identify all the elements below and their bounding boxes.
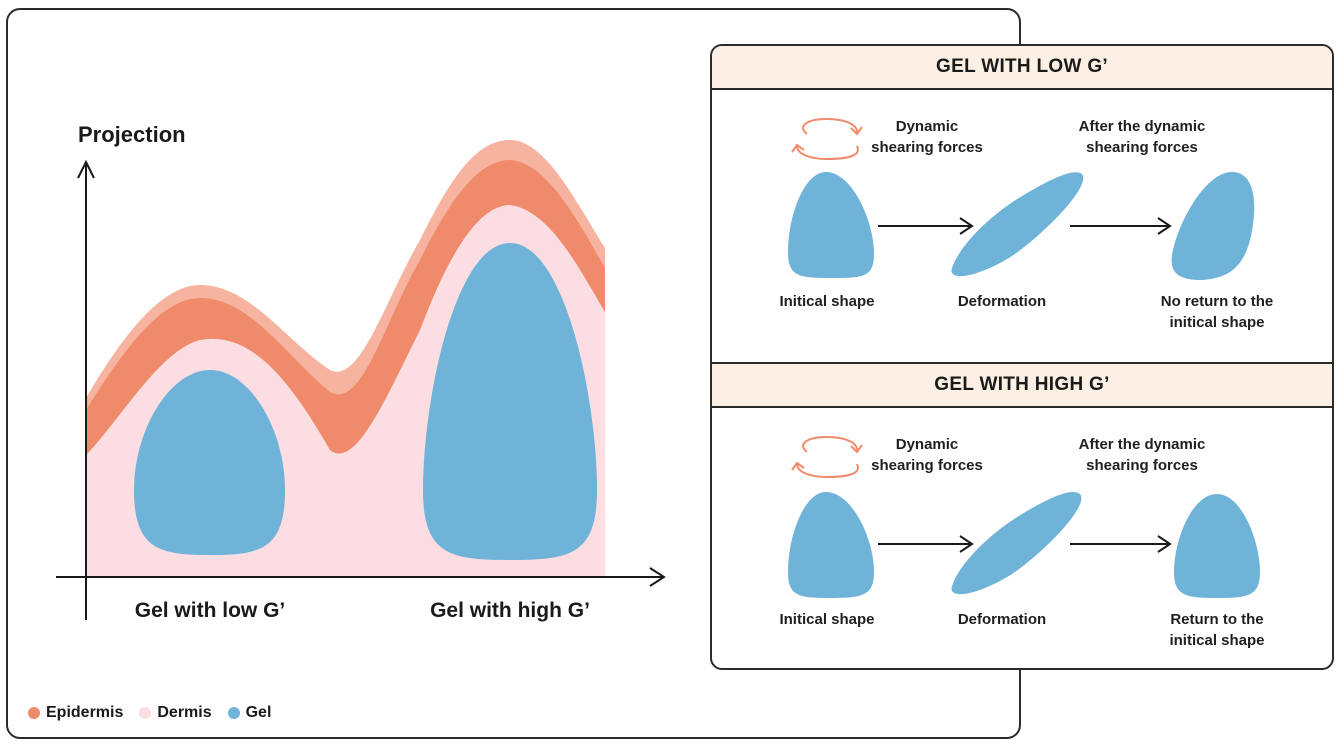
shape-label-deformation: Deformation bbox=[957, 293, 1047, 310]
shape-label-final: Return to the initical shape bbox=[1169, 611, 1265, 649]
legend-item-dermis: Dermis bbox=[139, 704, 212, 722]
shape-label-initial: Initical shape bbox=[779, 293, 875, 310]
after-forces-label: After the dynamic shearing forces bbox=[1057, 116, 1227, 158]
forces-label: Dynamic shearing forces bbox=[862, 116, 992, 158]
final-shape bbox=[1174, 494, 1260, 598]
rotation-arrows-icon bbox=[791, 435, 863, 479]
shear-comparison-card: GEL WITH LOW G’ Dynamic shearing force bbox=[710, 44, 1334, 670]
final-shape bbox=[1171, 172, 1255, 280]
arrow-head-icon bbox=[1157, 217, 1172, 235]
panel-title: GEL WITH LOW G’ bbox=[712, 46, 1332, 90]
after-forces-label-text: After the dynamic shearing forces bbox=[1078, 118, 1206, 156]
arrow-head-icon bbox=[959, 217, 974, 235]
forces-label-text: Dynamic shearing forces bbox=[871, 118, 983, 156]
shape-label-final: No return to the initical shape bbox=[1160, 293, 1274, 331]
legend-item-gel: Gel bbox=[227, 704, 272, 722]
deformation-shape bbox=[951, 492, 1082, 595]
legend: Epidermis Dermis Gel bbox=[28, 704, 281, 722]
legend-label: Dermis bbox=[157, 704, 212, 721]
x-label-high: Gel with high G’ bbox=[430, 599, 590, 622]
panel-low-g: GEL WITH LOW G’ Dynamic shearing force bbox=[712, 46, 1332, 364]
initial-shape bbox=[788, 492, 874, 598]
rotation-arrows-icon bbox=[791, 117, 863, 161]
x-axis-arrowhead bbox=[649, 567, 666, 587]
legend-label: Epidermis bbox=[46, 704, 124, 721]
gel-swatch-icon bbox=[227, 707, 240, 719]
high-g-shapes bbox=[788, 435, 1260, 598]
gel-low-blob bbox=[134, 370, 285, 555]
y-axis-label: Projection bbox=[78, 122, 186, 147]
after-forces-label: After the dynamic shearing forces bbox=[1057, 434, 1227, 476]
deformation-shape bbox=[951, 172, 1084, 277]
shape-label-initial: Initical shape bbox=[779, 611, 875, 628]
gel-high-blob bbox=[423, 243, 597, 560]
shape-label-deformation: Deformation bbox=[957, 611, 1047, 628]
dermis-swatch-icon bbox=[139, 707, 152, 719]
panel-title: GEL WITH HIGH G’ bbox=[712, 364, 1332, 408]
initial-shape bbox=[788, 172, 874, 278]
after-forces-label-text: After the dynamic shearing forces bbox=[1078, 436, 1206, 474]
low-g-shapes bbox=[788, 117, 1255, 280]
x-label-low: Gel with low G’ bbox=[135, 599, 286, 622]
panel-high-g: GEL WITH HIGH G’ Dynamic shearing forces… bbox=[712, 364, 1332, 668]
y-axis-arrowhead bbox=[77, 159, 95, 179]
epidermis-swatch-icon bbox=[28, 707, 40, 719]
legend-label: Gel bbox=[245, 704, 272, 721]
epidermis-layer bbox=[86, 160, 605, 455]
arrow-head-icon bbox=[959, 535, 974, 553]
arrow-head-icon bbox=[1157, 535, 1172, 553]
legend-item-epidermis: Epidermis bbox=[28, 704, 123, 722]
forces-label-text: Dynamic shearing forces bbox=[871, 436, 983, 474]
forces-label: Dynamic shearing forces bbox=[862, 434, 992, 476]
